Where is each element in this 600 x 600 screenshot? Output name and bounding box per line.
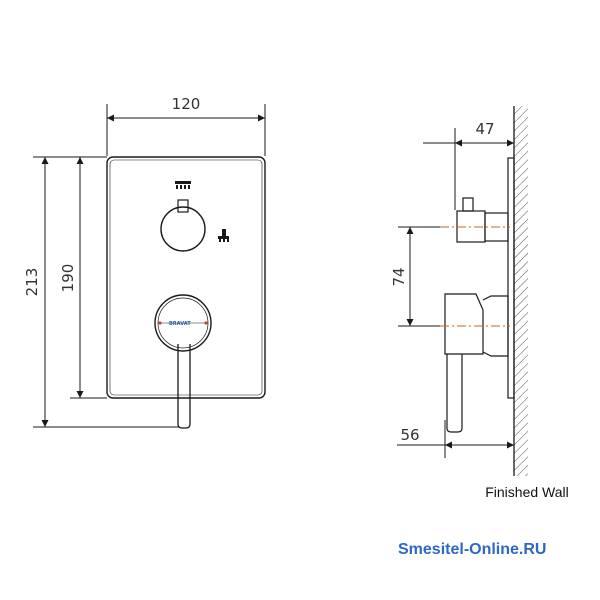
wall-hatching bbox=[514, 106, 528, 476]
brand-logo-text: BRAVAT bbox=[169, 321, 191, 327]
width-dimension-label: 120 bbox=[172, 95, 201, 113]
lever-handle bbox=[177, 344, 191, 429]
mixer-body-ring bbox=[157, 297, 209, 349]
finished-wall-label: Finished Wall bbox=[485, 484, 569, 500]
side-view bbox=[397, 106, 528, 476]
spacing-dimension-label: 74 bbox=[390, 267, 408, 286]
lever-handle-side bbox=[446, 354, 463, 433]
shower-head-icon bbox=[175, 181, 191, 189]
diverter-stem bbox=[177, 199, 189, 213]
brand-logo: BRAVAT bbox=[158, 321, 208, 327]
diverter-stem-side bbox=[462, 197, 474, 212]
hand-shower-icon bbox=[218, 229, 229, 242]
watermark: Smesitel-Online.RU bbox=[398, 541, 547, 558]
top-depth-dimension-label: 47 bbox=[475, 120, 494, 138]
diverter-knob bbox=[160, 206, 206, 252]
outer-height-dimension-label: 213 bbox=[23, 268, 41, 297]
inner-height-dimension-label: 190 bbox=[59, 264, 77, 293]
mixer-body-side bbox=[444, 293, 484, 355]
mixer-body bbox=[154, 294, 212, 352]
cover-plate bbox=[106, 156, 266, 399]
bottom-depth-dimension-label: 56 bbox=[400, 426, 419, 444]
cover-plate-side bbox=[507, 157, 515, 399]
center-axes bbox=[440, 226, 510, 327]
cover-plate-inner-edge bbox=[109, 159, 263, 396]
front-view bbox=[33, 104, 266, 429]
